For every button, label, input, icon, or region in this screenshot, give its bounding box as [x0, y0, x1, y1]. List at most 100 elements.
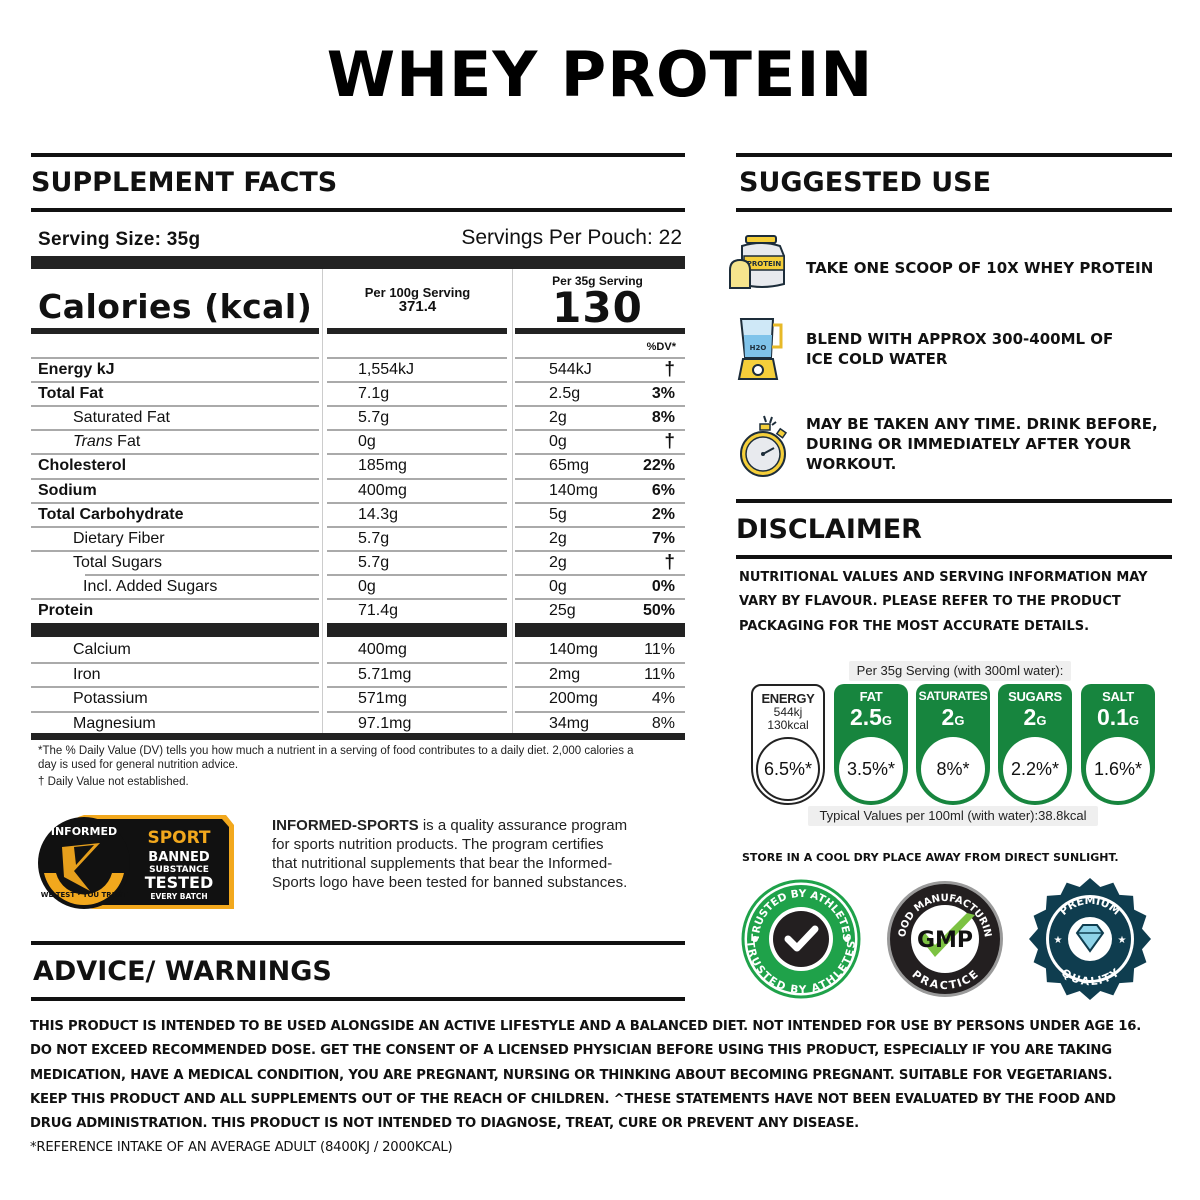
daily-value-percent: 0% [651, 577, 675, 595]
row-divider [327, 477, 507, 480]
mineral-name: Potassium [73, 690, 148, 707]
sugars-box: SUGARS 2G 2.2%* [998, 684, 1072, 805]
svg-text:H2O: H2O [750, 344, 767, 352]
sport-text: SPORT [147, 828, 210, 848]
dv-header: %DV* [646, 341, 676, 353]
divider [736, 208, 1172, 212]
daily-value-percent: 4% [651, 690, 675, 707]
divider [31, 256, 685, 269]
divider [31, 997, 685, 1001]
per-100g-value: 0g [358, 433, 376, 451]
row-divider [327, 357, 507, 359]
warning-line: DO NOT EXCEED RECOMMENDED DOSE. GET THE … [30, 1043, 1112, 1059]
warning-line: THIS PRODUCT IS INTENDED TO BE USED ALON… [30, 1019, 1142, 1034]
per-35g-value: 200mg [549, 690, 598, 707]
use-step: H2O BLEND WITH APPROX 300-400ML OF ICE C… [735, 313, 1175, 383]
serving-size: Serving Size: 35g [38, 229, 201, 250]
row-divider [327, 661, 507, 664]
warnings-text: THIS PRODUCT IS INTENDED TO BE USED ALON… [30, 1015, 1190, 1161]
per-35g-value: 5g [549, 505, 567, 523]
nutrient-name: Cholesterol [38, 457, 127, 475]
row-divider [515, 710, 685, 713]
per-100g-value: 400mg [358, 641, 407, 658]
per-100g-value: 5.7g [358, 409, 390, 427]
row-divider [31, 453, 319, 456]
fat-box: FAT 2.5G 3.5%* [834, 684, 908, 805]
row-divider [515, 598, 685, 600]
daily-value-percent: 11% [644, 641, 675, 658]
advice-heading: ADVICE/ WARNINGS [33, 956, 332, 987]
row-divider [327, 598, 507, 600]
servings-per-pouch: Servings Per Pouch: 22 [461, 226, 682, 249]
per-35g-value: 140mg [549, 481, 598, 499]
energy-kj: 544kj [773, 705, 803, 719]
row-divider [515, 453, 685, 456]
per-35g-value: 2g [549, 529, 567, 547]
svg-text:GMP: GMP [917, 928, 973, 953]
divider [31, 328, 319, 334]
nutrient-name: Total Sugars [73, 553, 162, 571]
row-divider [515, 525, 685, 528]
warning-line: KEEP THIS PRODUCT AND ALL SUPPLEMENTS OU… [30, 1091, 1116, 1107]
daily-value-percent: 11% [644, 665, 675, 683]
dv-footnote: *The % Daily Value (DV) tells you how mu… [38, 745, 634, 771]
row-divider [327, 453, 507, 456]
row-divider [31, 477, 319, 480]
protein-tub-icon: PROTEIN [729, 235, 785, 289]
row-divider [515, 501, 685, 504]
daily-value-percent: † [664, 551, 675, 573]
warning-line: DRUG ADMINISTRATION. THIS PRODUCT IS NOT… [30, 1116, 859, 1132]
energy-kcal: 130kcal [767, 718, 809, 732]
nutrient-name: Saturated Fat [73, 409, 170, 427]
per-35g-value: 34mg [549, 714, 590, 732]
mineral-name: Calcium [73, 641, 131, 658]
per-35g-value: 65mg [549, 457, 590, 475]
suggested-use-heading: SUGGESTED USE [739, 167, 992, 198]
row-divider [85, 573, 319, 576]
saturates-percent: 8%* [921, 737, 985, 801]
use-step: PROTEIN TAKE ONE SCOOP OF 10X WHEY PROTE… [729, 234, 1175, 296]
divider [327, 623, 507, 637]
divider [736, 153, 1172, 157]
per-35g-value: 544kJ [549, 361, 592, 378]
daily-value-percent: 50% [642, 602, 675, 619]
column-divider [322, 269, 323, 740]
traffic-light-caption-top: Per 35g Serving (with 300ml water): [849, 661, 1071, 681]
daily-value-percent: 3% [651, 385, 675, 403]
row-divider [515, 661, 685, 664]
divider [31, 153, 685, 157]
banned-text: BANNED [148, 850, 210, 865]
fat-label: FAT [859, 689, 883, 704]
divider [515, 623, 685, 637]
reference-intake-note: *REFERENCE INTAKE OF AN AVERAGE ADULT (8… [30, 1140, 453, 1156]
row-divider [31, 405, 319, 408]
mineral-name: Magnesium [73, 714, 156, 732]
nutrient-name: Dietary Fiber [73, 529, 165, 547]
daily-value-percent: 8% [651, 714, 675, 732]
salt-label: SALT [1102, 689, 1134, 704]
tested-text: TESTED [145, 873, 214, 892]
premium-quality-badge: PREMIUM QUALITY ★ ★ [1029, 878, 1151, 1000]
daily-value-percent: 7% [651, 529, 675, 547]
informed-sport-text: is a quality assurance program for sport… [272, 817, 628, 891]
use-step-text: BLEND WITH APPROX 300-400ML OF ICE COLD … [806, 330, 1114, 368]
salt-percent: 1.6%* [1086, 737, 1150, 801]
informed-sport-description: INFORMED-SPORTS is a quality assurance p… [272, 816, 632, 892]
informed-sport-logo: INFORMED WE TEST · YOU TRUST SPORT BANNE… [38, 815, 234, 909]
row-divider [515, 405, 685, 408]
per-35g-value: 0g [549, 433, 567, 451]
energy-box: ENERGY 544kj 130kcal 6.5%* [751, 684, 825, 805]
row-divider [31, 661, 319, 664]
divider [31, 208, 685, 212]
saturates-value: 2G [941, 704, 965, 730]
supplement-facts-heading: SUPPLEMENT FACTS [31, 167, 338, 198]
saturates-box: SATURATES 2G 8%* [916, 684, 990, 805]
row-divider [327, 501, 507, 504]
